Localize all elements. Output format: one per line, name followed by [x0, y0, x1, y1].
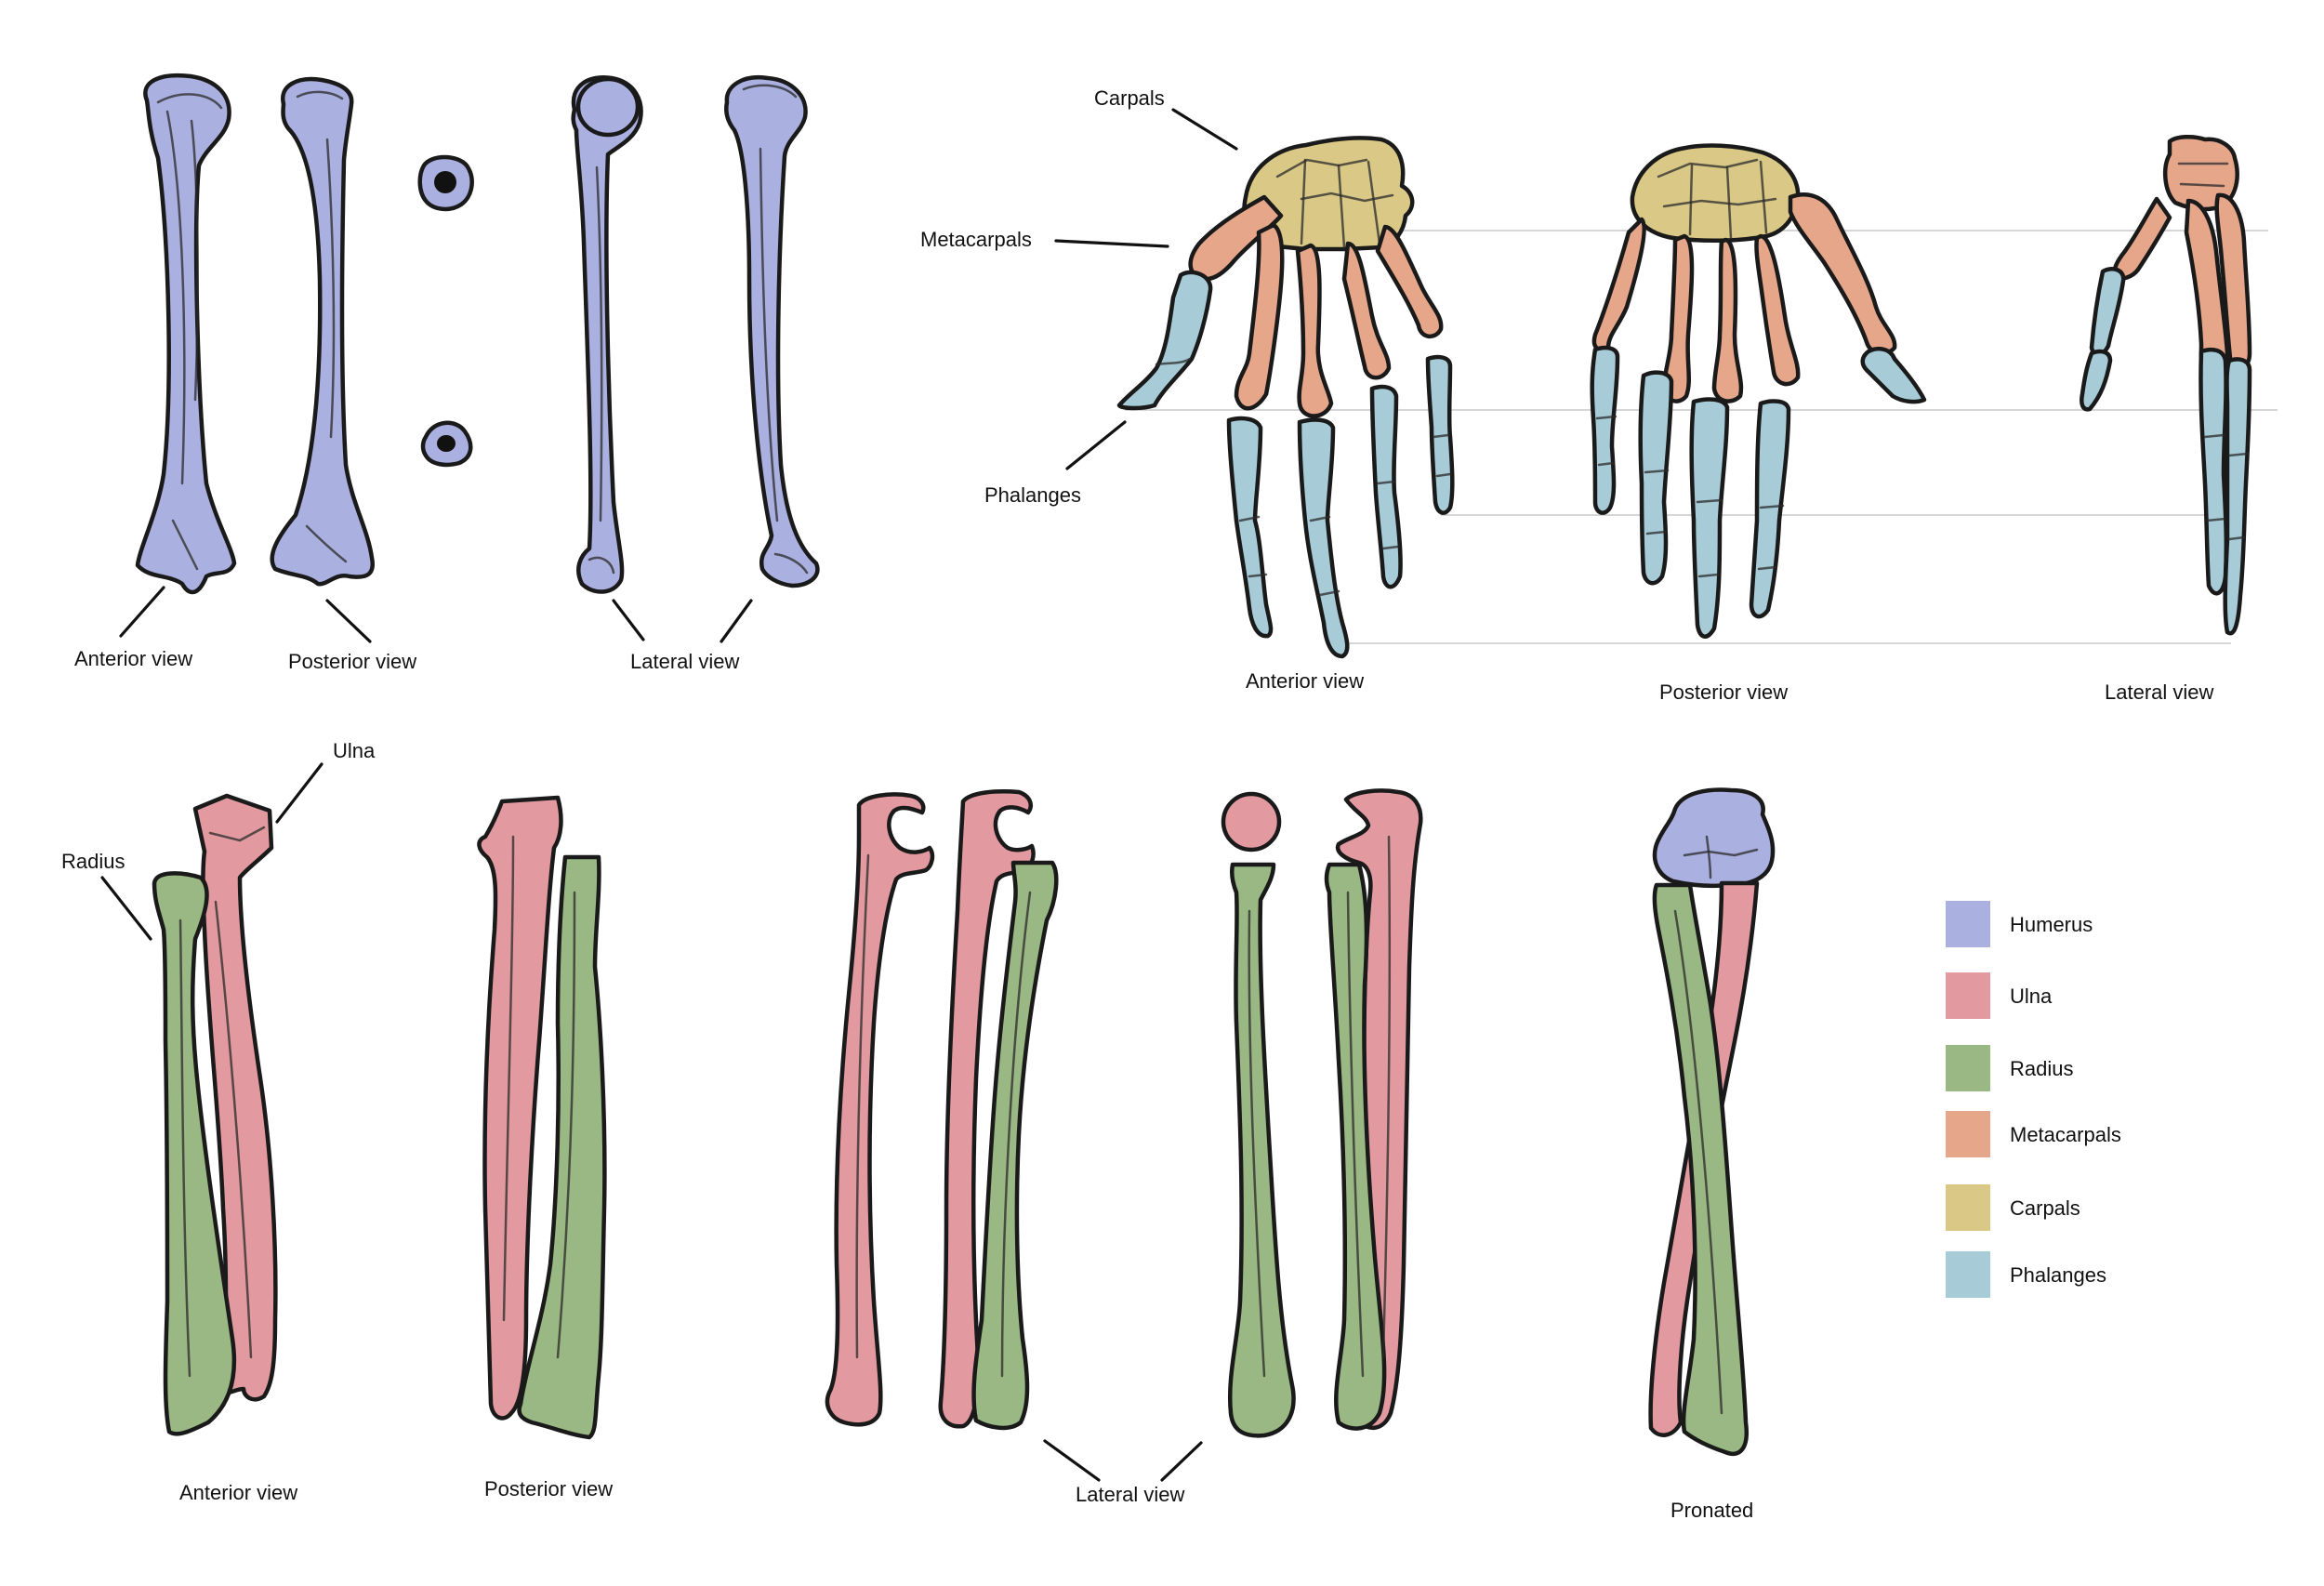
label-hand-lateral: Lateral view: [2105, 681, 2214, 704]
leader-metacarpals: [1054, 239, 1169, 248]
legend-swatch: [1946, 901, 1990, 947]
legend-item: Radius: [1946, 1045, 2073, 1091]
humerus-lateral-2: [724, 74, 820, 588]
legend-item: Phalanges: [1946, 1251, 2106, 1298]
legend-swatch: [1946, 1184, 1990, 1231]
label-carpals: Carpals: [1094, 86, 1165, 110]
hand-panel: Carpals Metacarpals Phalanges Anterior v…: [920, 86, 2278, 704]
forearm-lateral-radius: [1221, 791, 1296, 1438]
leader-forearm-lateral-b: [1160, 1441, 1203, 1482]
forearm-lateral-combined-2: [1324, 788, 1423, 1431]
legend-label: Phalanges: [2010, 1263, 2106, 1287]
radius-anterior: [152, 871, 237, 1436]
forearm-pronated: [1648, 787, 1776, 1456]
leader-humerus-posterior: [325, 599, 372, 643]
humerus-cross-section-top: [417, 154, 474, 212]
legend-item: Metacarpals: [1946, 1111, 2121, 1157]
leader-forearm-lateral-a: [1043, 1439, 1101, 1482]
forearm-panel: Ulna Radius Anterior view Posterior view…: [61, 739, 1776, 1522]
legend-item: Humerus: [1946, 901, 2093, 947]
humerus-posterior: [270, 76, 376, 587]
forearm-lateral-combined: [938, 789, 1059, 1431]
label-hand-posterior: Posterior view: [1659, 681, 1788, 704]
hand-posterior: [1590, 143, 1927, 639]
legend-label: Carpals: [2010, 1196, 2080, 1220]
label-forearm-pronated: Pronated: [1670, 1499, 1753, 1522]
leader-phalanges: [1065, 420, 1127, 470]
legend: HumerusUlnaRadiusMetacarpalsCarpalsPhala…: [1946, 901, 2121, 1298]
label-metacarpals: Metacarpals: [920, 228, 1032, 251]
forearm-anterior: [152, 793, 278, 1436]
radius-posterior: [517, 854, 607, 1440]
label-forearm-anterior: Anterior view: [179, 1481, 297, 1504]
humerus-cross-section-bottom: [420, 420, 473, 468]
legend-swatch: [1946, 1045, 1990, 1091]
label-phalanges: Phalanges: [984, 483, 1081, 507]
legend-label: Metacarpals: [2010, 1123, 2121, 1146]
humerus-panel: Anterior view Posterior view Lateral vie…: [74, 73, 820, 673]
label-ulna: Ulna: [333, 739, 376, 762]
label-humerus-anterior: Anterior view: [74, 647, 192, 670]
leader-radius: [100, 876, 152, 941]
leader-humerus-lateral-a: [612, 599, 645, 641]
hand-lateral: [2080, 135, 2252, 636]
legend-swatch: [1946, 1111, 1990, 1157]
legend-swatch: [1946, 1251, 1990, 1298]
leader-humerus-lateral-b: [720, 599, 753, 643]
label-forearm-posterior: Posterior view: [484, 1477, 613, 1500]
carpals-posterior: [1630, 143, 1801, 244]
hand-anterior: [1116, 136, 1455, 659]
ulna-posterior: [477, 795, 563, 1421]
legend-label: Radius: [2010, 1057, 2073, 1080]
legend-label: Humerus: [2010, 913, 2093, 936]
forearm-posterior: [477, 795, 607, 1440]
label-radius: Radius: [61, 850, 125, 873]
leader-carpals: [1171, 108, 1238, 151]
leader-ulna: [275, 762, 324, 824]
ulna-anterior: [192, 793, 278, 1402]
label-humerus-lateral: Lateral view: [630, 650, 740, 673]
leader-humerus-anterior: [119, 586, 165, 638]
legend-swatch: [1946, 972, 1990, 1019]
legend-item: Carpals: [1946, 1184, 2080, 1231]
legend-item: Ulna: [1946, 972, 2053, 1019]
label-humerus-posterior: Posterior view: [288, 650, 416, 673]
label-forearm-lateral: Lateral view: [1076, 1483, 1185, 1506]
humerus-lateral-1: [571, 75, 643, 594]
label-hand-anterior: Anterior view: [1246, 669, 1364, 693]
legend-label: Ulna: [2010, 985, 2053, 1008]
forearm-lateral-ulna: [825, 792, 935, 1427]
humerus-anterior: [135, 73, 237, 595]
